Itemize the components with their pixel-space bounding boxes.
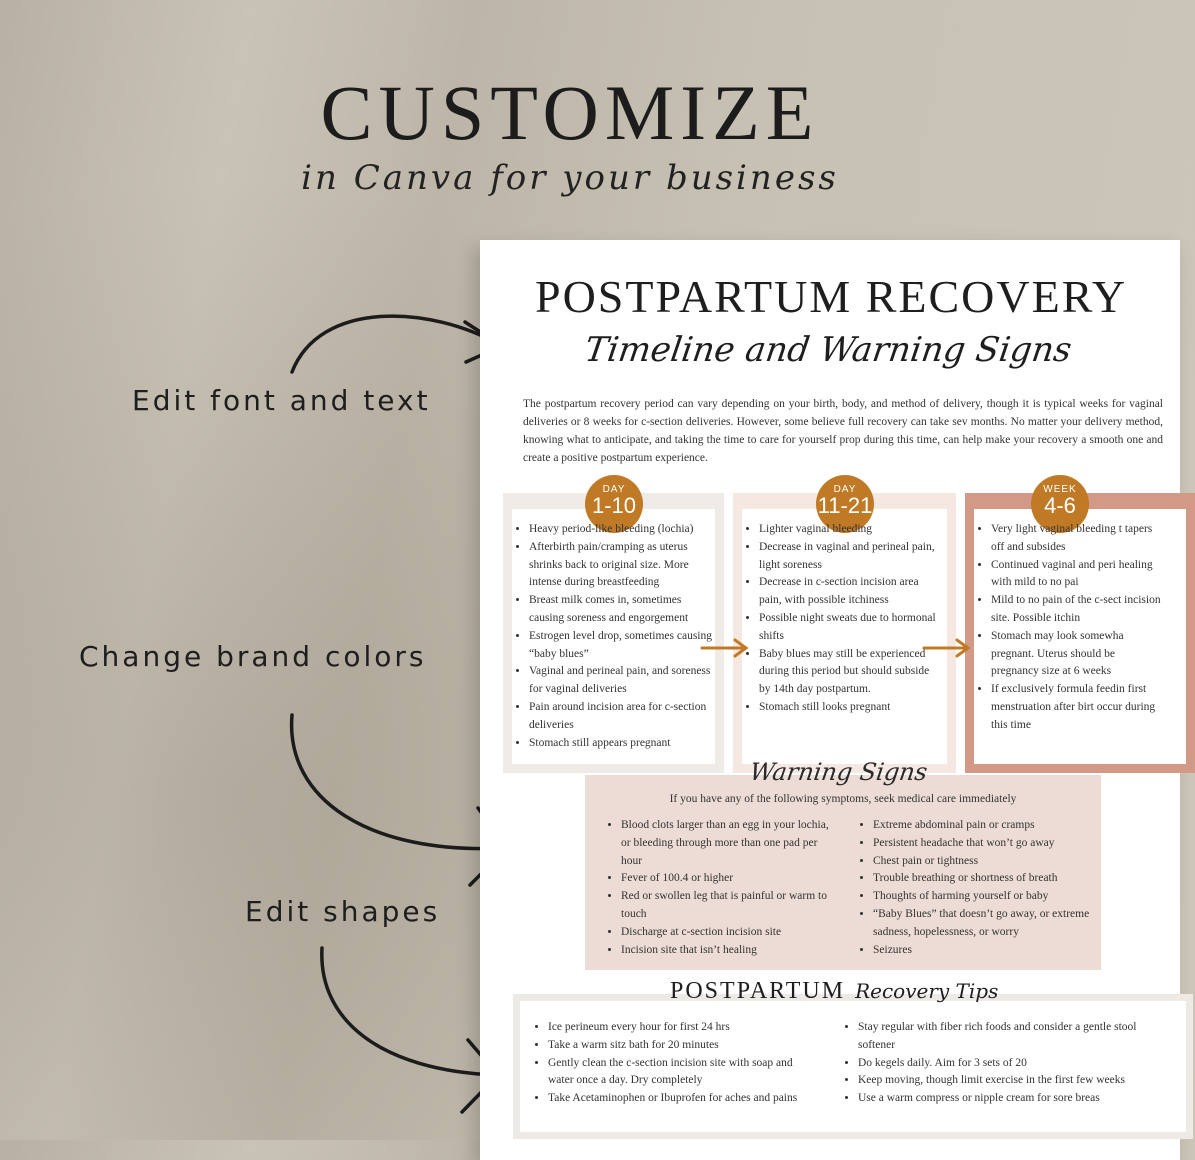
list-item: Take Acetaminophen or Ibuprofen for ache… — [548, 1090, 813, 1108]
list-item: Stay regular with fiber rich foods and c… — [858, 1019, 1148, 1055]
list-item: Afterbirth pain/cramping as uterus shrin… — [529, 539, 714, 592]
list-item: Thoughts of harming yourself or baby — [873, 888, 1108, 906]
list-item: Fever of 100.4 or higher — [621, 870, 831, 888]
stage-card-1[interactable]: DAY 1-10 Heavy period-like bleeding (loc… — [503, 475, 724, 773]
warning-list-right: Extreme abdominal pain or cramps Persist… — [855, 817, 1108, 959]
list-item: Mild to no pain of the c-sect incision s… — [991, 592, 1161, 628]
document-intro: The postpartum recovery period can vary … — [523, 398, 1163, 464]
warning-lead: If you have any of the following symptom… — [669, 793, 1017, 805]
stage-badge: WEEK 4-6 — [1031, 475, 1089, 533]
list-item: Ice perineum every hour for first 24 hrs — [548, 1019, 813, 1037]
list-item: Vaginal and perineal pain, and soreness … — [529, 663, 714, 699]
list-item: Baby blues may still be experienced duri… — [759, 646, 939, 699]
tips-box[interactable]: Ice perineum every hour for first 24 hrs… — [513, 994, 1193, 1139]
document-subtitle: Timeline and Warning Signs — [582, 330, 1075, 370]
tips-title-word: POSTPARTUM — [670, 978, 846, 1004]
document-title: POSTPARTUM RECOVERY — [535, 271, 1128, 322]
list-item: Lighter vaginal bleeding — [759, 521, 939, 539]
arrow-shapes-icon — [320, 946, 497, 1077]
document-page: POSTPARTUM RECOVERY Timeline and Warning… — [480, 240, 1195, 1160]
flow-arrow-icon — [700, 638, 749, 658]
list-item: Seizures — [873, 942, 1108, 960]
warning-title: Warning Signs — [748, 758, 930, 786]
list-item: Breast milk comes in, sometimes causing … — [529, 592, 714, 628]
list-item: Extreme abdominal pain or cramps — [873, 817, 1108, 835]
list-item: Decrease in c-section incision area pain… — [759, 574, 939, 610]
list-item: Heavy period-like bleeding (lochia) — [529, 521, 714, 539]
list-item: Use a warm compress or nipple cream for … — [858, 1090, 1148, 1108]
list-item: Gently clean the c-section incision site… — [548, 1055, 813, 1091]
list-item: Discharge at c-section incision site — [621, 924, 831, 942]
list-item: Estrogen level drop, sometimes causing “… — [529, 628, 714, 664]
list-item: Take a warm sitz bath for 20 minutes — [548, 1037, 813, 1055]
list-item: Stomach still looks pregnant — [759, 699, 939, 717]
list-item: Persistent headache that won’t go away — [873, 835, 1108, 853]
list-item: Decrease in vaginal and perineal pain, l… — [759, 539, 939, 575]
list-item: Possible night sweats due to hormonal sh… — [759, 610, 939, 646]
list-item: Do kegels daily. Aim for 3 sets of 20 — [858, 1055, 1148, 1073]
list-item: Red or swollen leg that is painful or wa… — [621, 888, 831, 924]
callout-brand-colors: Change brand colors — [79, 640, 427, 673]
list-item: Incision site that isn’t healing — [621, 942, 831, 960]
stage-badge: DAY 11-21 — [816, 475, 874, 533]
callout-edit-font: Edit font and text — [132, 384, 431, 417]
stage-list: Heavy period-like bleeding (lochia) Afte… — [511, 521, 714, 752]
callout-edit-shapes: Edit shapes — [245, 895, 441, 928]
flow-arrow-icon — [922, 638, 971, 658]
list-item: Chest pain or tightness — [873, 853, 1108, 871]
list-item: Pain around incision area for c-section … — [529, 699, 714, 735]
warning-box[interactable]: If you have any of the following symptom… — [585, 775, 1101, 970]
list-item: If exclusively formula feedin first mens… — [991, 681, 1161, 734]
headline-subtitle: in Canva for your business — [301, 158, 839, 198]
headline-title: CUSTOMIZE — [320, 69, 820, 156]
list-item: Keep moving, though limit exercise in th… — [858, 1072, 1148, 1090]
arrow-colors-icon — [289, 713, 507, 851]
list-item: Stomach still appears pregnant — [529, 735, 714, 753]
list-item: Trouble breathing or shortness of breath — [873, 870, 1108, 888]
tips-heading: POSTPARTUM Recovery Tips — [670, 978, 998, 1005]
warning-list-left: Blood clots larger than an egg in your l… — [603, 817, 831, 959]
stage-card-3[interactable]: WEEK 4-6 Very light vaginal bleeding t t… — [965, 475, 1195, 773]
list-item: Very light vaginal bleeding t tapers off… — [991, 521, 1161, 557]
stage-list: Lighter vaginal bleeding Decrease in vag… — [741, 521, 939, 717]
tips-title-script: Recovery Tips — [855, 979, 999, 1003]
stage-list: Very light vaginal bleeding t tapers off… — [973, 521, 1161, 735]
tips-list-right: Stay regular with fiber rich foods and c… — [840, 1019, 1148, 1108]
list-item: Stomach may look somewha pregnant. Uteru… — [991, 628, 1161, 681]
list-item: “Baby Blues” that doesn’t go away, or ex… — [873, 906, 1108, 942]
tips-list-left: Ice perineum every hour for first 24 hrs… — [530, 1019, 813, 1108]
stage-card-2[interactable]: DAY 11-21 Lighter vaginal bleeding Decre… — [733, 475, 956, 773]
arrow-font-icon — [290, 314, 502, 374]
list-item: Blood clots larger than an egg in your l… — [621, 817, 831, 870]
list-item: Continued vaginal and peri healing with … — [991, 557, 1161, 593]
stage-badge: DAY 1-10 — [585, 475, 643, 533]
